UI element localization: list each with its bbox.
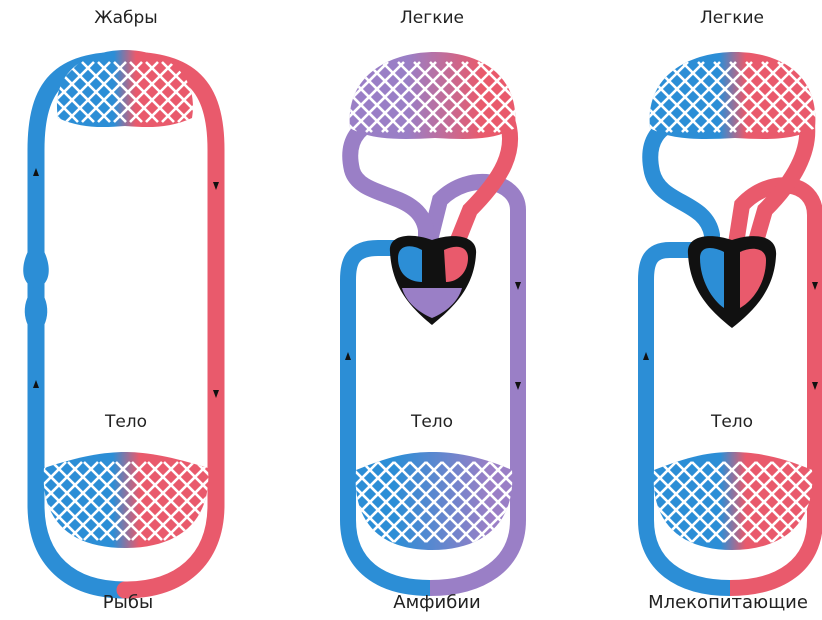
fish-caption: Рыбы: [103, 592, 153, 613]
capillary-line: [586, 62, 656, 132]
fish-heart: [23, 238, 49, 335]
mammal-lungs-label: Легкие: [700, 8, 764, 28]
mammal-caption: Млекопитающие: [648, 592, 808, 613]
mammal-heart: [688, 236, 776, 328]
amphibian-caption: Амфибии: [393, 592, 480, 613]
amphibian-body-label: Тело: [411, 412, 453, 432]
fish-body-label: Тело: [105, 412, 147, 432]
mammal-body-label: Тело: [711, 412, 753, 432]
capillary-line: [586, 62, 656, 132]
amphibian-lungs-label: Легкие: [400, 8, 464, 28]
fish-gills-label: Жабры: [94, 8, 157, 28]
capillary-line: [286, 62, 356, 132]
fish-flow-arrows: [33, 168, 219, 398]
capillary-line: [286, 62, 356, 132]
amphibian-heart: [390, 236, 476, 325]
